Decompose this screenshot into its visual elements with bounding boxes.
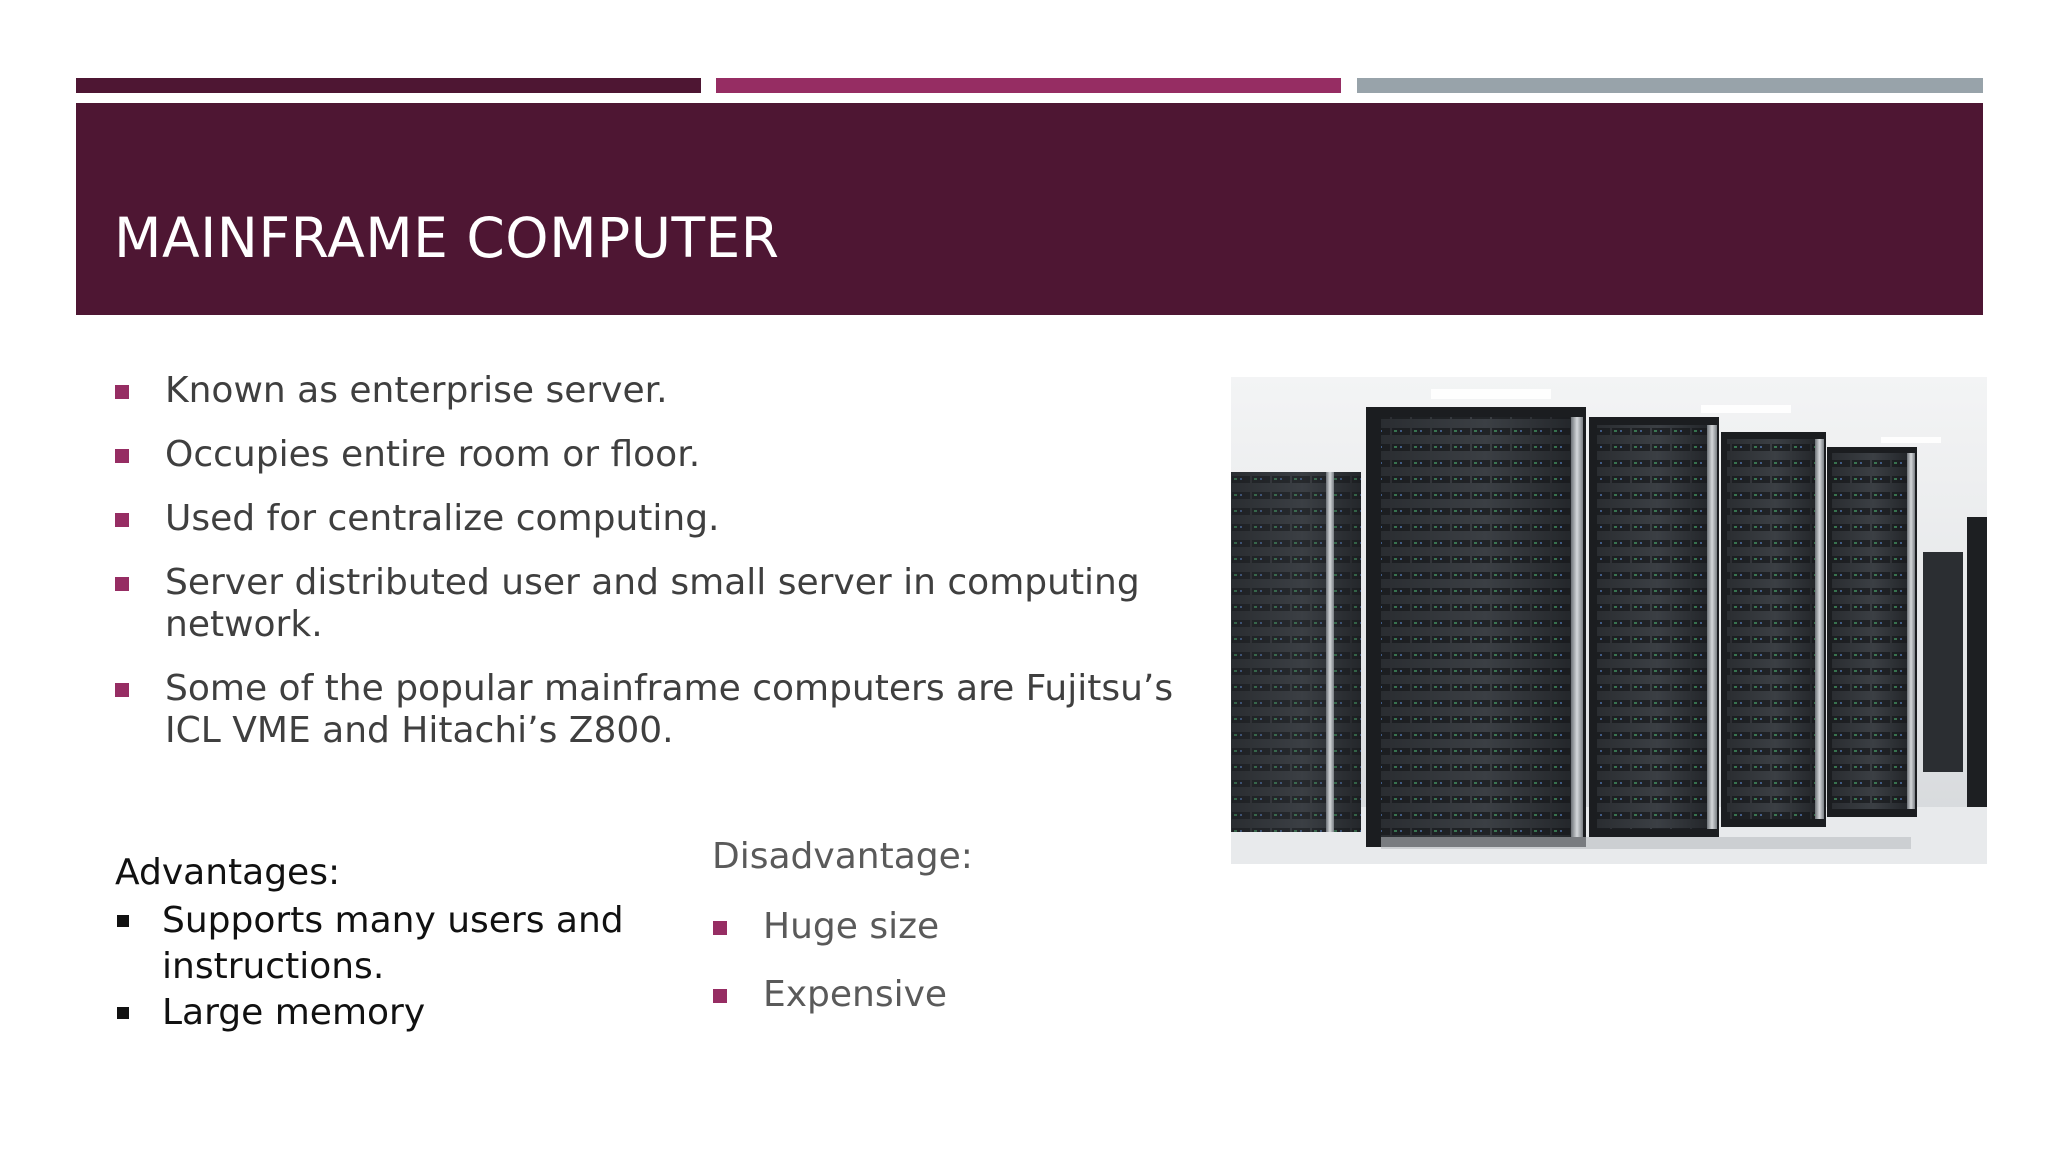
bullet-item: Some of the popular mainframe computers … [115, 668, 1185, 752]
accent-bar-gray [1357, 78, 1983, 93]
server-racks-image [1231, 377, 1987, 864]
disadvantage-heading: Disadvantage: [712, 836, 973, 877]
advantage-text: Supports many users and instructions. [162, 900, 624, 987]
bullet-item: Server distributed user and small server… [115, 562, 1185, 646]
advantage-text: Large memory [162, 992, 426, 1033]
square-bullet-icon [115, 577, 129, 591]
square-bullet-icon [713, 921, 727, 935]
disadvantage-text: Expensive [763, 974, 948, 1015]
square-bullet-icon [117, 1007, 129, 1019]
title-band: MAINFRAME COMPUTER [76, 103, 1983, 315]
advantage-item: Supports many users and instructions. [115, 898, 675, 990]
square-bullet-icon [115, 683, 129, 697]
accent-bar-plum [76, 78, 701, 93]
bullet-item: Known as enterprise server. [115, 370, 1185, 412]
advantage-item: Large memory [115, 990, 675, 1036]
bullet-text: Used for centralize computing. [165, 498, 720, 539]
square-bullet-icon [713, 989, 727, 1003]
disadvantage-text: Huge size [763, 906, 940, 947]
bullet-text: Known as enterprise server. [165, 370, 668, 411]
disadvantage-item: Huge size [713, 906, 947, 948]
square-bullet-icon [115, 385, 129, 399]
bullet-text: Server distributed user and small server… [165, 562, 1140, 645]
disadvantage-item: Expensive [713, 974, 947, 1016]
slide-title: MAINFRAME COMPUTER [114, 206, 780, 270]
disadvantages-list: Huge size Expensive [713, 906, 947, 1042]
square-bullet-icon [117, 915, 129, 927]
advantages-list: Supports many users and instructions. La… [115, 898, 675, 1036]
square-bullet-icon [115, 513, 129, 527]
bullet-text: Occupies entire room or floor. [165, 434, 701, 475]
main-bullet-list: Known as enterprise server. Occupies ent… [115, 370, 1185, 774]
advantages-heading: Advantages: [115, 852, 341, 893]
server-room-illustration [1231, 377, 1987, 864]
bullet-text: Some of the popular mainframe computers … [165, 668, 1174, 751]
square-bullet-icon [115, 449, 129, 463]
accent-bar-magenta [716, 78, 1341, 93]
bullet-item: Occupies entire room or floor. [115, 434, 1185, 476]
bullet-item: Used for centralize computing. [115, 498, 1185, 540]
